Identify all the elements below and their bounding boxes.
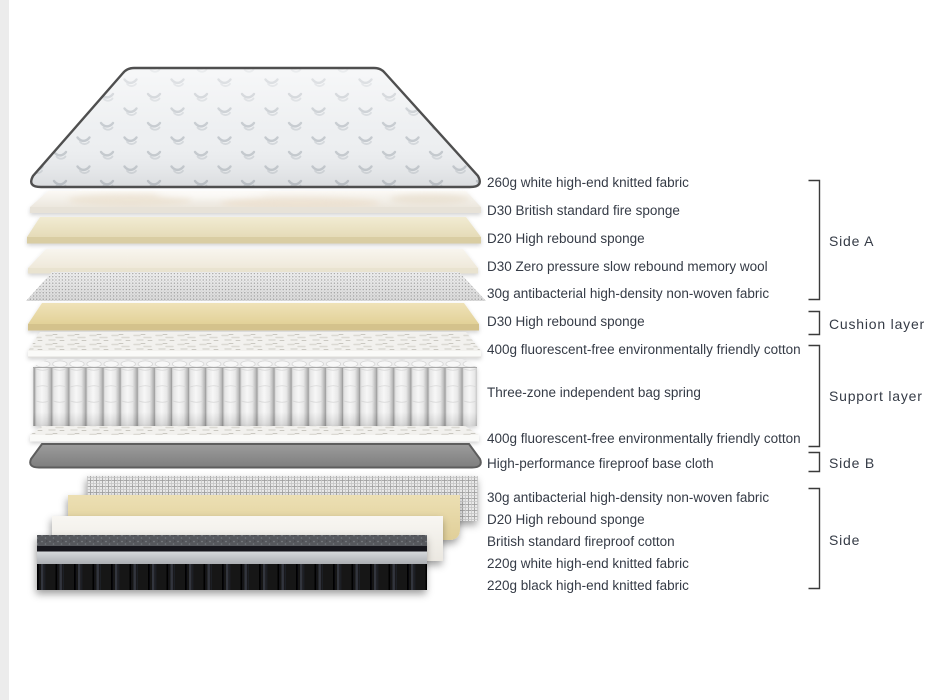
group-label-side-b: Side B xyxy=(829,455,876,471)
layer-label-bag-spring: Three-zone independent bag spring xyxy=(487,385,701,400)
group-brackets xyxy=(808,179,821,590)
layer-label-d20-sponge: D20 High rebound sponge xyxy=(487,231,645,246)
layer-label-d30-sponge: D30 High rebound sponge xyxy=(487,314,645,329)
side-strip-knitted-fabrics xyxy=(37,535,427,590)
layer-base-cloth xyxy=(29,443,482,469)
layer-label-cotton-upper: 400g fluorescent-free environmentally fr… xyxy=(487,342,801,357)
layer-label-side-d20-sponge: D20 High rebound sponge xyxy=(487,512,645,527)
group-label-side: Side xyxy=(829,532,861,548)
layer-label-base-cloth: High-performance fireproof base cloth xyxy=(487,456,714,471)
layer-label-knitted-fabric-260g: 260g white high-end knitted fabric xyxy=(487,175,689,190)
layer-label-side-black-knitted: 220g black high-end knitted fabric xyxy=(487,578,689,593)
layer-pocket-springs xyxy=(33,359,477,426)
layer-nonwoven-mesh xyxy=(26,272,486,301)
layer-fire-sponge xyxy=(30,190,481,213)
layer-quilted-top xyxy=(30,66,481,189)
bracket-cushion-layer xyxy=(808,310,821,336)
group-label-side-a: Side A xyxy=(829,233,875,249)
bracket-side-a xyxy=(808,179,821,301)
layer-label-side-white-knitted: 220g white high-end knitted fabric xyxy=(487,556,689,571)
layer-cotton-upper xyxy=(28,332,481,358)
layer-d30-sponge xyxy=(28,303,479,331)
group-label-cushion-layer: Cushion layer xyxy=(829,316,925,332)
layer-memory-wool xyxy=(28,249,478,274)
layer-label-nonwoven-fabric: 30g antibacterial high-density non-woven… xyxy=(487,286,770,301)
layer-cotton-lower xyxy=(30,426,479,442)
layer-label-memory-wool: D30 Zero pressure slow rebound memory wo… xyxy=(487,259,768,274)
layer-label-cotton-lower: 400g fluorescent-free environmentally fr… xyxy=(487,431,801,446)
page-edge-band xyxy=(0,0,9,700)
bracket-support-layer xyxy=(808,344,821,448)
layer-label-fire-sponge: D30 British standard fire sponge xyxy=(487,203,680,218)
group-label-support-layer: Support layer xyxy=(829,388,923,404)
bracket-side xyxy=(808,487,821,590)
layer-d20-sponge xyxy=(27,217,481,244)
layer-label-side-fireproof-cotton: British standard fireproof cotton xyxy=(487,534,675,549)
bracket-side-b xyxy=(808,451,821,473)
layer-label-side-nonwoven: 30g antibacterial high-density non-woven… xyxy=(487,490,770,505)
